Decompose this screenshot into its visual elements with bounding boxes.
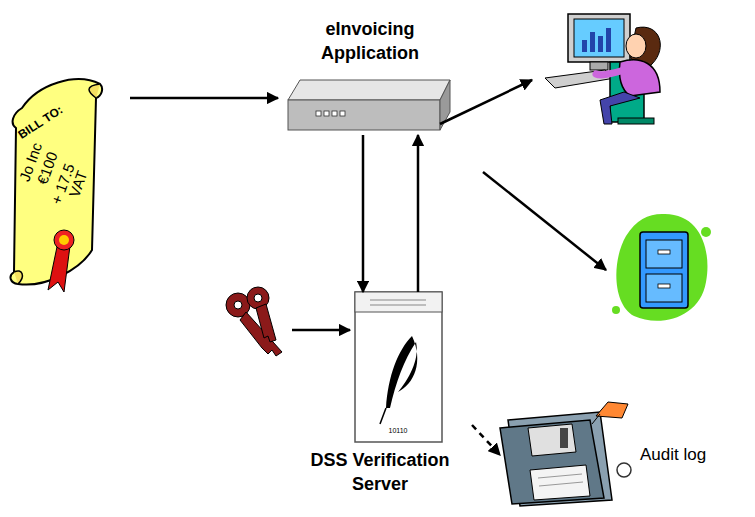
application-node: eInvoicing Application — [278, 15, 462, 135]
flow-arrow — [130, 97, 278, 100]
node-label: 10110 — [378, 426, 418, 435]
flow-arrow — [472, 425, 500, 455]
audit-log-node: Audit log — [500, 400, 748, 507]
key-arrow — [292, 329, 350, 332]
node-label: Audit log — [640, 444, 744, 467]
node-label: DSS Verification Server — [288, 448, 472, 497]
filing-cabinet — [612, 214, 711, 321]
appliance-box — [288, 80, 450, 130]
server-icon — [355, 292, 442, 442]
output-arrow — [440, 80, 532, 124]
output-arrow — [483, 172, 606, 270]
user-at-computer — [545, 14, 660, 124]
server-node: 10110DSS Verification Server — [288, 292, 472, 504]
audit-log-icon — [500, 402, 631, 506]
flow-arrow — [417, 135, 420, 292]
invoice-scroll — [11, 79, 103, 292]
flow-arrow — [362, 135, 365, 292]
node-label: eInvoicing Application — [278, 17, 462, 66]
invoice-document: BILL TO:Jo Inc€100+ 17.5VAT — [5, 80, 130, 295]
node-label: BILL TO: — [15, 86, 91, 143]
keys — [226, 287, 282, 356]
